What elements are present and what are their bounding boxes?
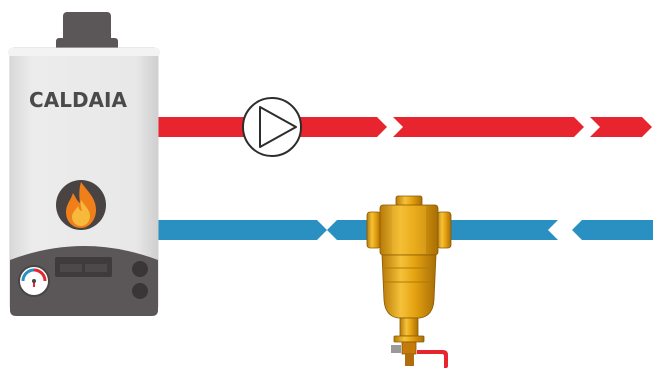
boiler-display-detail: [60, 264, 82, 272]
return-pipe: [150, 220, 653, 240]
supply-pipe-segment-3: [393, 117, 584, 137]
filter-outlet: [436, 211, 452, 249]
boiler-display-detail-2: [85, 264, 107, 272]
boiler-knob-top: [132, 261, 148, 277]
boiler-flue: [63, 12, 111, 42]
boiler: CALDAIA: [8, 12, 160, 316]
filter-drain-neck: [399, 317, 419, 337]
filter-body: [381, 254, 437, 319]
boiler-control-panel: [10, 246, 158, 316]
filter-drain-handle: [417, 350, 448, 368]
pressure-gauge-icon: [18, 265, 50, 297]
supply-pipe-segment-1: [150, 117, 244, 137]
supply-pipe-segment-2: [300, 117, 387, 137]
return-pipe-segment-4: [572, 220, 653, 240]
return-pipe-segment-1: [150, 220, 327, 240]
return-pipe-segment-3: [445, 220, 558, 240]
filter-top-vent: [395, 195, 423, 207]
boiler-knob-bottom: [132, 283, 148, 299]
filter-inlet: [366, 211, 382, 249]
circulation-pump: [242, 97, 302, 157]
supply-pipe-segment-4: [590, 117, 652, 137]
supply-pipe: [150, 117, 652, 137]
filter-drain-valve: [401, 341, 417, 355]
pump-arrow-icon: [259, 106, 297, 148]
flame-icon: [56, 180, 106, 230]
boiler-top-cap: [8, 48, 160, 56]
boiler-label: CALDAIA: [29, 88, 127, 112]
dirt-separator-filter: [366, 195, 452, 368]
